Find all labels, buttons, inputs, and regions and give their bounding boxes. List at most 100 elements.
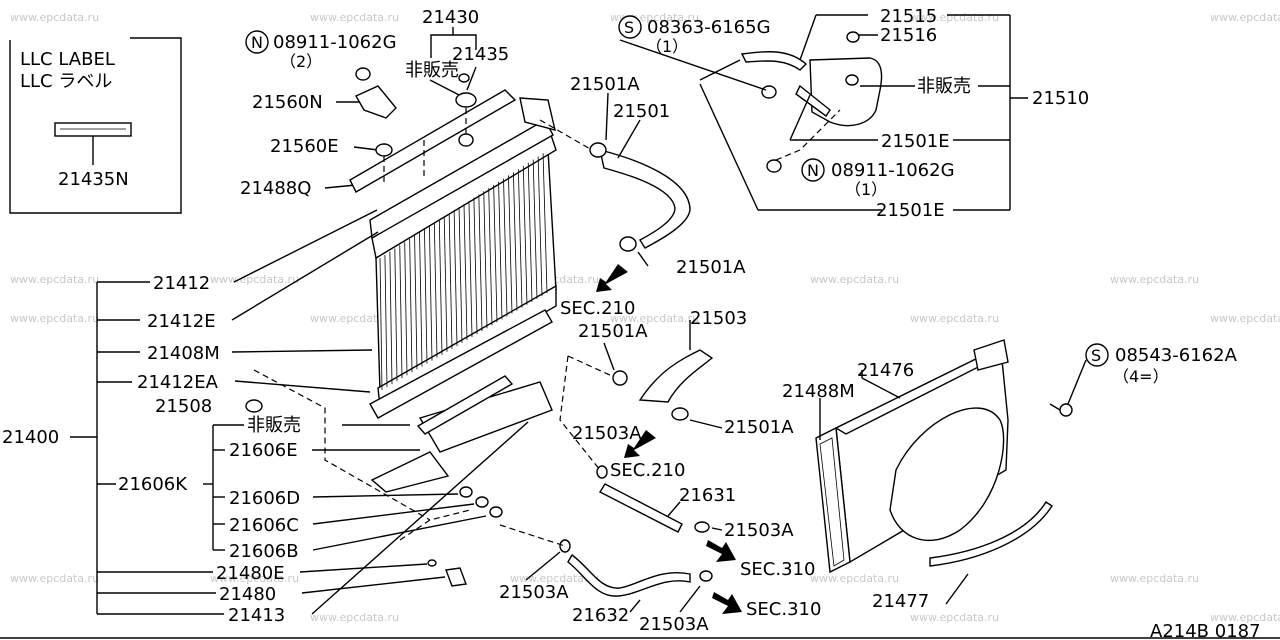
label-21516: 21516: [880, 25, 937, 46]
label-sec310: SEC.310: [740, 559, 815, 580]
hose-21503: [638, 349, 714, 403]
part-21435N: 21435N: [58, 169, 129, 190]
label-21510: 21510: [1032, 88, 1089, 109]
label-21430: 21430: [422, 7, 479, 28]
label-bolt-qty-1: （1）: [845, 180, 887, 199]
label-21632: 21632: [572, 605, 629, 626]
radiator-fin-line: [463, 203, 468, 341]
watermark: www.epcdata.ru: [210, 572, 299, 585]
radiator-fin-line: [438, 219, 443, 355]
label-21606E: 21606E: [229, 440, 298, 461]
label-21477: 21477: [872, 591, 929, 612]
lower-shroud-21477: [929, 501, 1053, 567]
radiator-fin-line: [537, 156, 543, 296]
label-21503A: 21503A: [724, 520, 794, 541]
label-21560E: 21560E: [270, 136, 339, 157]
radiator-fin-line: [542, 153, 548, 293]
watermarks: www.epcdata.ru www.epcdata.ru www.epcdat…: [10, 11, 1280, 624]
cap-21516: [846, 31, 860, 43]
radiator-fin-line: [483, 191, 488, 329]
gasket-21435: [458, 73, 470, 83]
watermark: www.epcdata.ru: [1110, 572, 1199, 585]
watermark: www.epcdata.ru: [10, 312, 99, 325]
seal-21412EA: [369, 309, 553, 419]
label-21501A: 21501A: [676, 257, 746, 278]
label-sec310: SEC.310: [746, 599, 821, 620]
watermark: www.epcdata.ru: [1210, 11, 1280, 24]
hose-21631: [599, 483, 683, 533]
bolt-callout-2: N 08911-1062G （1）: [801, 158, 955, 199]
label-hanbai-1: 非販売: [405, 60, 459, 81]
doc-code: A214B 0187: [1150, 621, 1261, 640]
radiator-fin-line: [453, 210, 458, 346]
radiator-fin-line: [443, 216, 448, 352]
watermark: www.epcdata.ru: [910, 11, 999, 24]
watermark: www.epcdata.ru: [610, 312, 699, 325]
washer-21606D: [459, 486, 473, 498]
label-21515: 21515: [880, 6, 937, 27]
watermark: www.epcdata.ru: [10, 11, 99, 24]
drain-21508: [245, 399, 263, 413]
llc-label-sticker: [54, 122, 132, 137]
bolt-08911: [355, 67, 371, 81]
s-symbol: [618, 15, 642, 39]
upper-tank: [369, 119, 554, 240]
hose-21632-group: [499, 524, 713, 613]
watermark: www.epcdata.ru: [310, 11, 399, 24]
radiator-fin-line: [513, 172, 518, 311]
label-21488Q: 21488Q: [240, 178, 311, 199]
radiator-fin-line: [389, 251, 393, 385]
upper-hose-21501: [539, 92, 691, 267]
llc-label-title: LLC LABEL: [20, 49, 115, 70]
label-screw-08543-6162A: 08543-6162A: [1115, 345, 1238, 366]
clamp-21503A: [596, 465, 608, 479]
label-bolt-qty-2: （2）: [280, 52, 322, 71]
screw-08363: [761, 85, 777, 99]
label-screw-08363-6165G: 08363-6165G: [647, 17, 771, 38]
radiator-fin-line: [404, 242, 408, 376]
label-21631: 21631: [679, 485, 736, 506]
label-screw-qty-4: （4=）: [1113, 367, 1169, 386]
screw-callout-1: S 08363-6165G （1）: [618, 15, 771, 56]
radiator-fin-line: [532, 159, 538, 299]
label-21412E: 21412E: [147, 311, 216, 332]
radiator-fin-line: [429, 226, 433, 361]
clamp-21503A: [694, 521, 710, 533]
radiator-fin-line: [468, 200, 473, 338]
reservoir-tank-21515: [619, 14, 1028, 211]
label-21480: 21480: [219, 584, 276, 605]
label-bolt-08911-1062G: 08911-1062G: [273, 32, 397, 53]
label-21476: 21476: [857, 360, 914, 381]
label-hanbai-2: 非販売: [247, 415, 301, 436]
label-21606B: 21606B: [229, 541, 299, 562]
label-21503A: 21503A: [572, 423, 642, 444]
watermark: www.epcdata.ru: [1110, 273, 1199, 286]
radiator-fin-line: [493, 184, 498, 323]
label-sec210: SEC.210: [560, 298, 635, 319]
label-21435: 21435: [452, 44, 509, 65]
oil-cooler-21606E: [370, 451, 450, 493]
watermark: www.epcdata.ru: [10, 572, 99, 585]
radiator-fin-line: [448, 213, 453, 349]
watermark: www.epcdata.ru: [1210, 312, 1280, 325]
clamp-21503A: [699, 570, 713, 582]
label-21501E: 21501E: [876, 200, 945, 221]
clamp-21503A: [559, 539, 571, 553]
label-21488M: 21488M: [782, 381, 855, 402]
label-21606C: 21606C: [229, 515, 299, 536]
plug-21480E: [427, 559, 437, 567]
radiator-fin-line: [522, 165, 528, 305]
label-21413: 21413: [228, 605, 285, 626]
radiator-fin-line: [508, 175, 513, 314]
radiator-fin-line: [394, 248, 398, 382]
arrow-sec210: [624, 430, 656, 458]
label-21412: 21412: [153, 273, 210, 294]
s-symbol-text: S: [624, 18, 634, 37]
nut-21606B: [489, 506, 503, 518]
s-symbol-text: S: [1091, 346, 1101, 365]
label-21480E: 21480E: [216, 563, 285, 584]
lower-tank-21606K: [418, 381, 553, 453]
label-21501E: 21501E: [881, 131, 950, 152]
cap-21430: [455, 92, 477, 108]
radiator-fin-line: [419, 232, 423, 367]
